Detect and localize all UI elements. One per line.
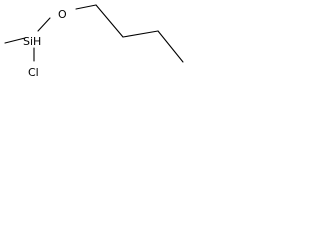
bond-si-o (37, 17, 51, 32)
atom-chlorine: Cl (28, 66, 39, 79)
chemical-structure: O SiH Cl (4, 4, 184, 79)
bond-c1-c2 (95, 4, 124, 38)
atom-silicon: SiH (23, 35, 41, 48)
bond-c2-c3 (122, 30, 159, 38)
atom-oxygen: O (58, 8, 67, 21)
bond-c3-c4 (157, 30, 184, 63)
bond-methyl-si (4, 37, 26, 44)
bond-o-c1 (75, 4, 97, 10)
